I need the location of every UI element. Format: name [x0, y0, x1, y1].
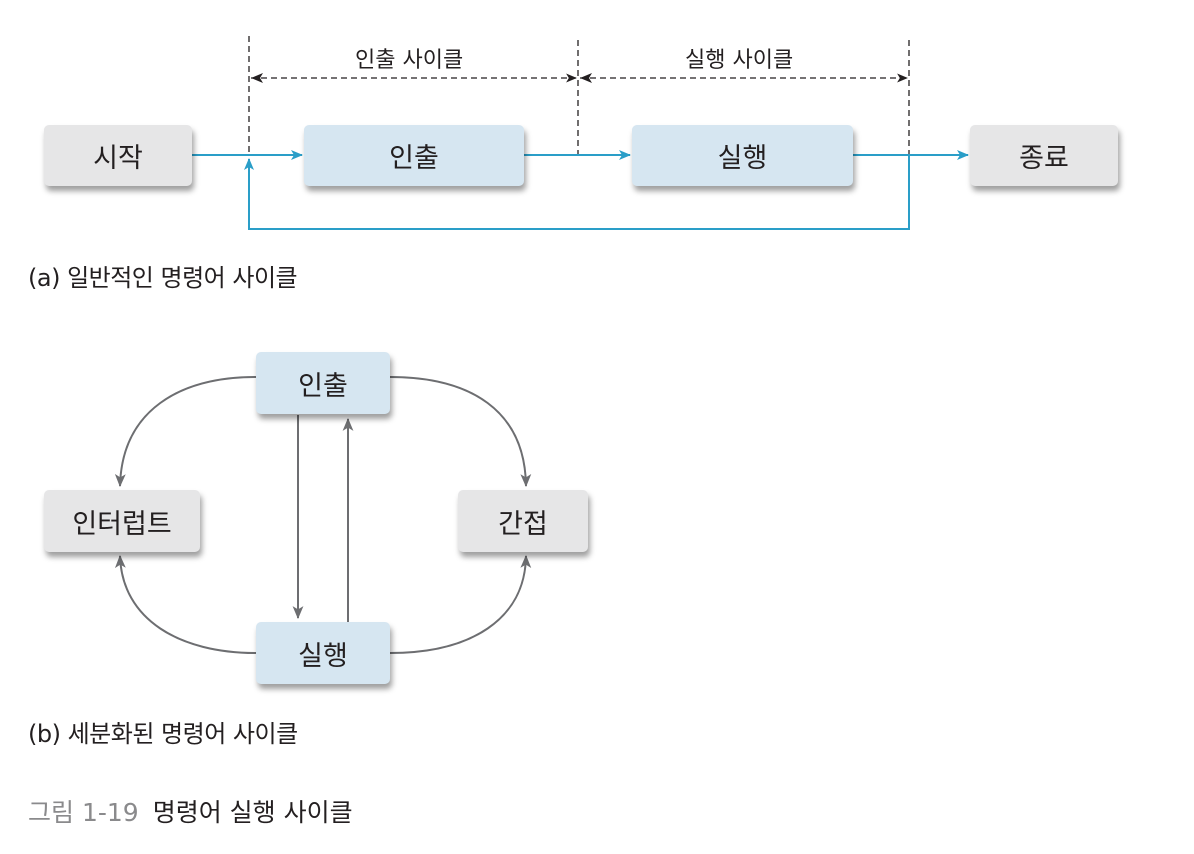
execute-node-label: 실행 — [717, 143, 768, 174]
detailed-execute-node: 실행 — [256, 622, 390, 684]
execute-to-indirect-arrow — [389, 554, 532, 654]
start-node: 시작 — [44, 125, 192, 186]
interrupt-node: 인터럽트 — [44, 490, 200, 552]
fetch-node-label: 인출 — [389, 143, 439, 174]
start-node-label: 시작 — [93, 143, 143, 174]
execute-to-interrupt-arrow — [114, 554, 257, 654]
interrupt-node-label: 인터럽트 — [72, 508, 172, 540]
fetch-cycle-left-arrowhead — [251, 73, 263, 83]
part-a-caption: (a) 일반적인 명령어 사이클 — [28, 264, 298, 292]
fetch-cycle-label: 인출 사이클 — [355, 48, 464, 73]
end-node-label: 종료 — [1019, 143, 1069, 174]
loop-back-arrow — [244, 155, 910, 230]
fetch-to-indirect-arrow — [389, 376, 532, 488]
execute-node: 실행 — [632, 125, 853, 186]
fetch-node: 인출 — [304, 125, 524, 186]
detailed-execute-node-label: 실행 — [298, 640, 348, 672]
fetch-to-interrupt-arrow — [114, 376, 257, 488]
indirect-node: 간접 — [458, 490, 588, 552]
part-b-caption: (b) 세분화된 명령어 사이클 — [28, 720, 298, 748]
indirect-node-label: 간접 — [498, 508, 548, 540]
end-node: 종료 — [970, 125, 1118, 186]
detailed-fetch-node-label: 인출 — [298, 370, 348, 402]
execute-cycle-label: 실행 사이클 — [685, 48, 794, 73]
figure-number: 그림 1-19 — [28, 798, 139, 827]
execute-cycle-left-arrowhead — [580, 73, 592, 83]
detailed-fetch-node: 인출 — [256, 352, 390, 414]
figure-caption: 그림 1-19 명령어 실행 사이클 — [28, 793, 353, 829]
figure-title: 명령어 실행 사이클 — [152, 798, 353, 827]
